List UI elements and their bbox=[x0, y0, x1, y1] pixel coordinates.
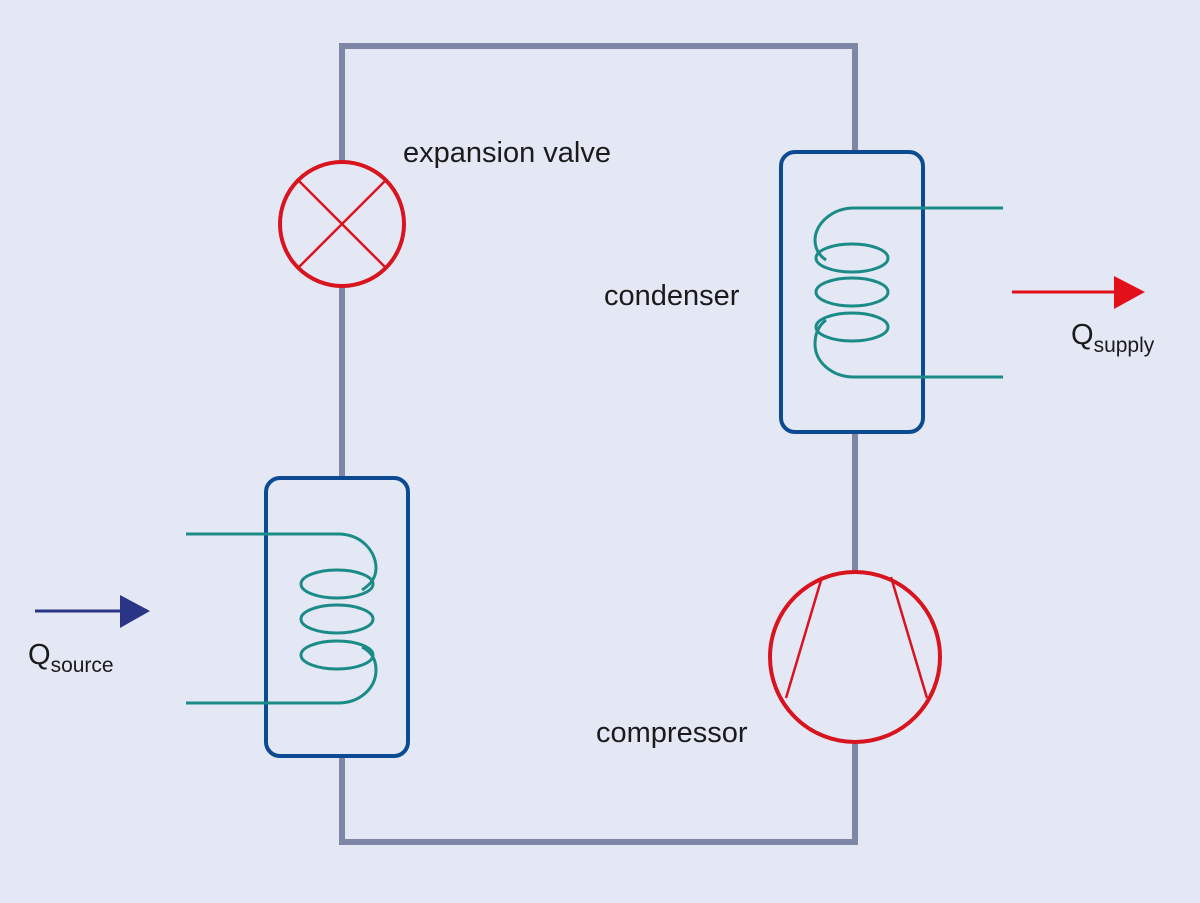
heat-source-subscript: source bbox=[51, 654, 114, 677]
heat-supply-arrow bbox=[1012, 276, 1145, 309]
evaporator-coil-loop-3 bbox=[299, 639, 375, 671]
condenser-coil-loop-3 bbox=[814, 311, 890, 343]
compressor-line-left bbox=[784, 576, 824, 699]
expansion-valve-cross-2 bbox=[297, 179, 387, 269]
condenser-coil-loop-2 bbox=[814, 276, 890, 308]
condenser-coil-loop-1 bbox=[814, 242, 890, 274]
condenser-label: condenser bbox=[604, 280, 740, 312]
evaporator-frame bbox=[264, 476, 410, 758]
evaporator-coil bbox=[186, 532, 378, 705]
compressor-line-right bbox=[889, 576, 929, 699]
heat-supply-label: Qsupply bbox=[1071, 319, 1155, 357]
evaporator-coil-loop-2 bbox=[299, 603, 375, 635]
compressor bbox=[768, 570, 942, 744]
refrigerant-loop bbox=[339, 43, 858, 845]
evaporator-coil-outlet bbox=[186, 645, 378, 705]
heat-source-arrow bbox=[35, 595, 150, 628]
expansion-valve-label: expansion valve bbox=[403, 137, 611, 169]
compressor-label: compressor bbox=[596, 717, 748, 749]
compressor-circle bbox=[768, 570, 942, 744]
condenser-coil-inlet bbox=[813, 206, 1003, 262]
condenser bbox=[779, 150, 1003, 434]
heat-source-symbol: Q bbox=[28, 639, 51, 671]
expansion-valve-circle bbox=[278, 160, 406, 288]
heat-source-arrow-head bbox=[120, 595, 150, 628]
evaporator-coil-inlet bbox=[186, 532, 378, 592]
condenser-coil-outlet bbox=[813, 318, 1003, 379]
condenser-coil bbox=[813, 206, 1003, 379]
condenser-frame bbox=[779, 150, 925, 434]
heat-supply-subscript: supply bbox=[1094, 334, 1155, 357]
expansion-valve bbox=[278, 160, 406, 288]
evaporator bbox=[186, 476, 410, 758]
heat-source-label: Qsource bbox=[28, 639, 114, 677]
evaporator-coil-loop-1 bbox=[299, 568, 375, 600]
heat-supply-arrow-head bbox=[1114, 276, 1145, 309]
pipe-bottom bbox=[339, 742, 858, 845]
pipe-top bbox=[339, 43, 858, 162]
heat-supply-symbol: Q bbox=[1071, 319, 1094, 351]
